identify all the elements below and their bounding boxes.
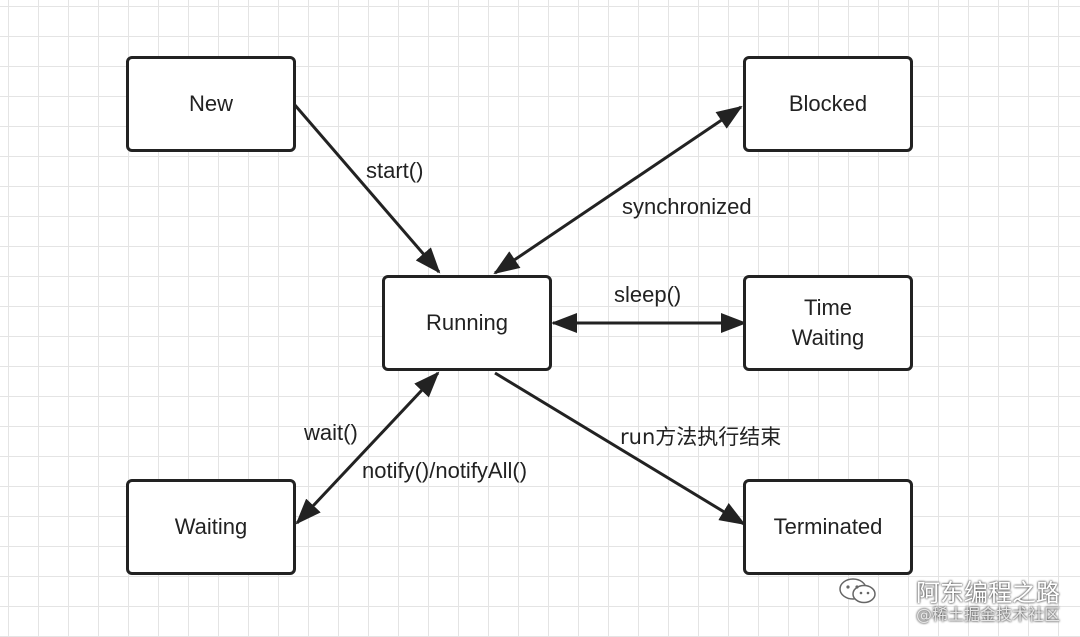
- state-new: New: [126, 56, 296, 152]
- arrow-running-waiting: [295, 371, 440, 525]
- arrow-new-to-running: [292, 103, 441, 274]
- label-synchronized: synchronized: [622, 194, 752, 219]
- arrow-running-blocked: [493, 105, 743, 275]
- state-blocked-label: Blocked: [788, 91, 868, 116]
- label-sleep: sleep(): [614, 282, 682, 307]
- label-wait: wait(): [304, 420, 358, 445]
- state-time-waiting: Time Waiting: [743, 275, 913, 371]
- wechat-icon: [839, 578, 876, 604]
- label-notify: notify()/notifyAll(): [362, 458, 528, 483]
- label-run-end: run方法执行结束: [620, 425, 782, 449]
- state-blocked: Blocked: [743, 56, 913, 152]
- state-time-waiting-label-line1: Time: [803, 295, 853, 320]
- state-new-label: New: [188, 91, 233, 116]
- state-waiting-label: Waiting: [174, 514, 248, 539]
- state-running: Running: [382, 275, 552, 371]
- state-running-label: Running: [426, 310, 508, 335]
- state-terminated-label: Terminated: [773, 514, 883, 539]
- watermark-subtitle: @稀土掘金技术社区: [915, 605, 1060, 624]
- state-time-waiting-label-line2: Waiting: [791, 325, 865, 350]
- label-start: start(): [366, 158, 424, 183]
- state-waiting: Waiting: [126, 479, 296, 575]
- watermark-title: 阿东编程之路: [916, 579, 1060, 607]
- arrow-running-to-terminated: [494, 371, 746, 526]
- state-terminated: Terminated: [743, 479, 913, 575]
